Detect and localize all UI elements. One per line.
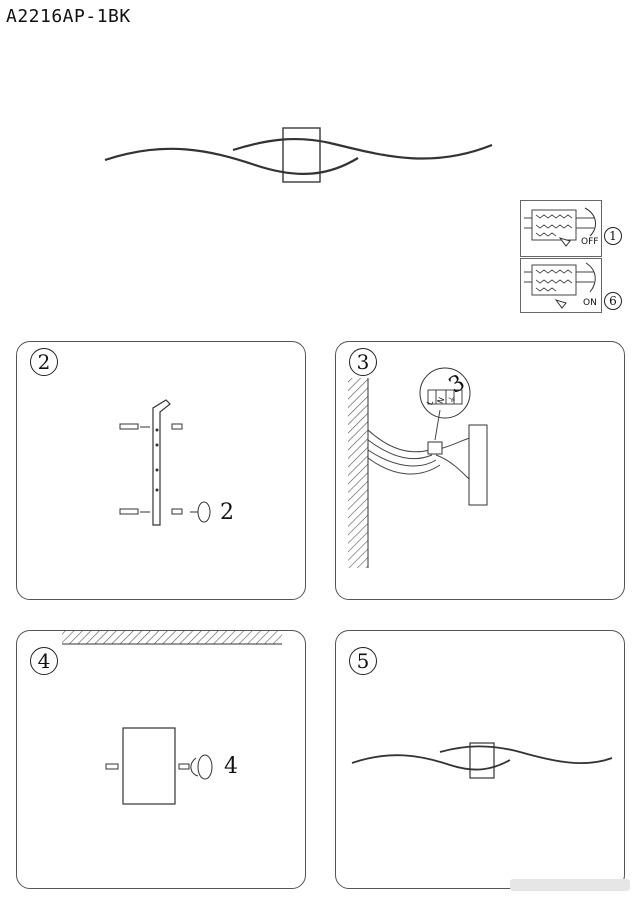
switch-off-diagram — [520, 200, 602, 257]
switch-off-step-badge: 1 — [604, 227, 622, 245]
light-bar-left — [104, 147, 359, 175]
ceiling-hatch — [62, 630, 282, 644]
switch-off-label: OFF — [581, 237, 599, 247]
step-5-badge: 5 — [349, 647, 377, 675]
model-code: A2216AP-1BK — [6, 6, 131, 27]
watermark-blur — [510, 879, 630, 891]
wall-hatch — [348, 378, 368, 568]
fixture-side — [468, 424, 488, 506]
step-3-badge: 3 — [349, 348, 377, 376]
switch-on-step-badge: 6 — [604, 292, 622, 310]
step-2-callout: 2 — [220, 500, 234, 525]
light-bar-right — [232, 137, 493, 160]
step-2-panel — [16, 341, 306, 600]
switch-on-label: ON — [583, 298, 597, 308]
step-4-badge: 4 — [30, 647, 58, 675]
step-2-badge: 2 — [30, 348, 58, 376]
step-4-callout: 4 — [224, 754, 238, 779]
switch-on-diagram — [520, 258, 602, 313]
canopy-cover — [122, 727, 176, 805]
